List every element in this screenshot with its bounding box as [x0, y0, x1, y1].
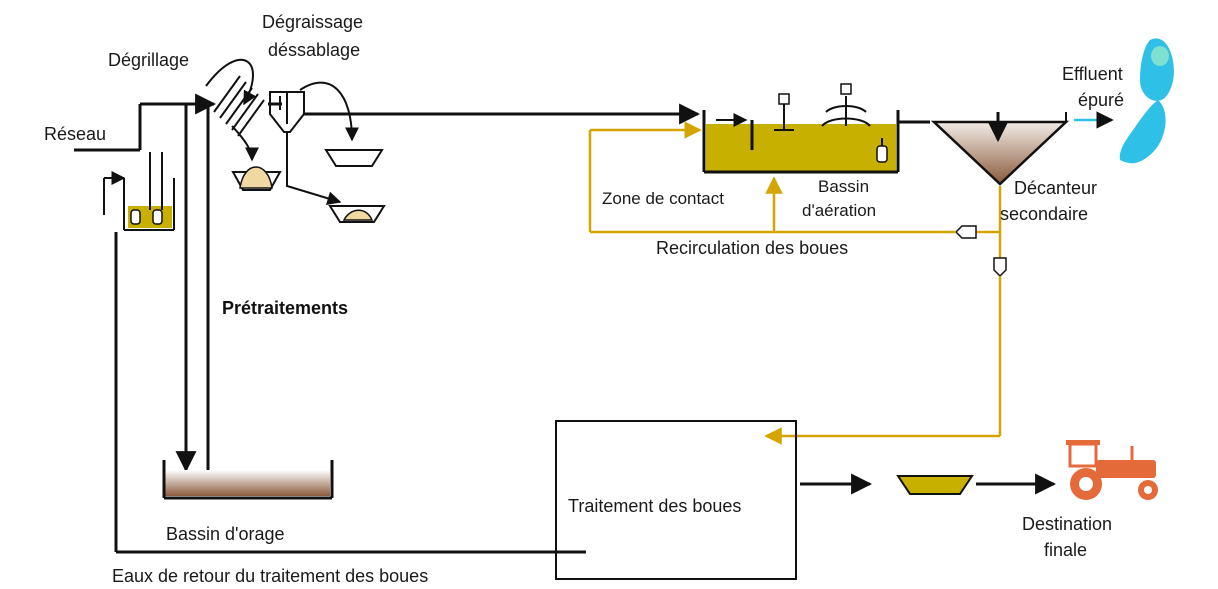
sludge-output-flow — [800, 473, 1057, 495]
label-finale: finale — [1044, 540, 1087, 560]
bassin-orage — [162, 460, 334, 500]
label-secondaire: secondaire — [1000, 204, 1088, 224]
label-degrillage: Dégrillage — [108, 50, 189, 70]
traitement-boues-box — [555, 420, 797, 580]
label-recirculation: Recirculation des boues — [656, 238, 848, 258]
label-dessablage: déssablage — [268, 40, 360, 60]
label-epure: épuré — [1078, 90, 1124, 110]
label-pretraitements: Prétraitements — [222, 298, 348, 318]
reseau-inlet — [74, 93, 217, 152]
label-bassin-2: d'aération — [802, 201, 876, 220]
label-traitement-boues: Traitement des boues — [568, 496, 741, 516]
deversoir-tank — [104, 152, 175, 231]
decanteur-secondaire — [930, 112, 1070, 186]
label-degraissage: Dégraissage — [262, 12, 363, 32]
label-reseau: Réseau — [44, 124, 106, 144]
label-bassin-1: Bassin — [818, 177, 869, 196]
degrillage-screen — [205, 58, 265, 162]
label-destination: Destination — [1022, 514, 1112, 534]
aeration-basin — [702, 83, 900, 174]
label-eaux-retour: Eaux de retour du traitement des boues — [112, 566, 428, 586]
label-effluent: Effluent — [1062, 64, 1123, 84]
bypass-lines — [103, 104, 210, 486]
label-bassin-orage: Bassin d'orage — [166, 524, 285, 544]
sand-container — [328, 205, 386, 223]
recirculation-lines — [588, 121, 1007, 445]
effluent-water-icon — [1119, 38, 1174, 164]
return-line — [114, 232, 586, 554]
label-decanteur: Décanteur — [1014, 178, 1097, 198]
tractor-icon — [1066, 440, 1158, 500]
label-zone-contact: Zone de contact — [602, 189, 724, 208]
degrillage-refuse-container — [231, 166, 282, 191]
grease-container — [324, 149, 384, 167]
degraissage-funnel — [268, 81, 359, 206]
